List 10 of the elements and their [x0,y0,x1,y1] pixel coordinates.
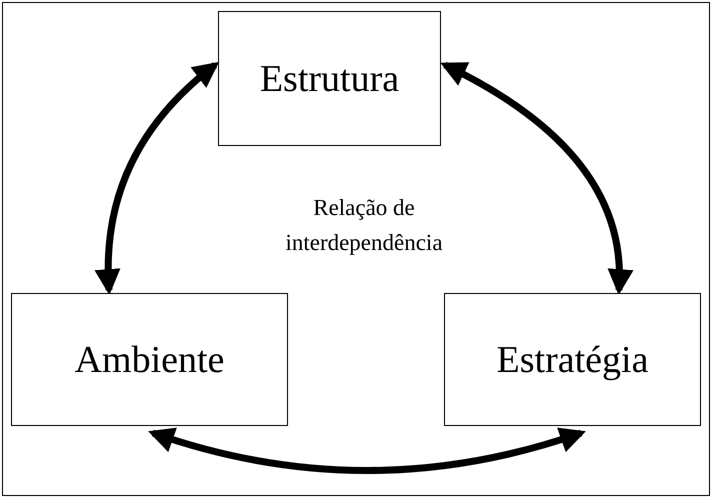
concept-label: Estrutura [260,56,400,100]
relation-note: Relação de interdependência [284,194,444,257]
double-arrow [95,62,220,296]
concept-box [11,293,288,426]
concept-box [444,293,701,426]
double-arrow [440,62,632,296]
concept-label: Estratégia [496,338,648,382]
concept-box [218,11,441,146]
double-arrow [148,426,586,474]
concept-label: Ambiente [74,338,224,382]
